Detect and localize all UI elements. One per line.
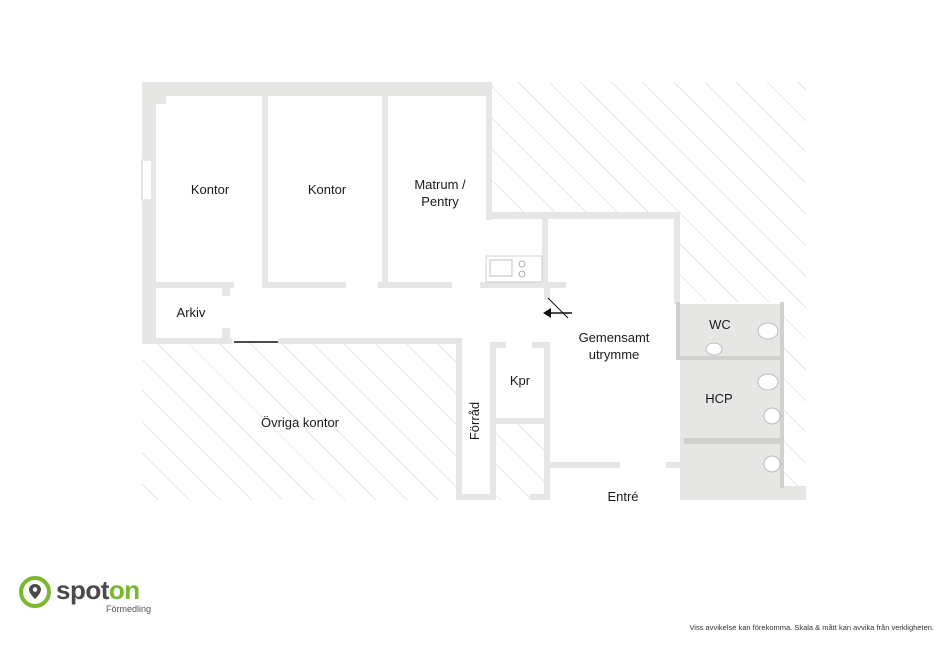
room-label-pentry: Pentry <box>421 194 459 209</box>
wall-kontor-bottom-1b <box>222 282 230 296</box>
wall-gemensamt-stub <box>544 288 550 300</box>
hatch-ovriga-kontor <box>142 342 456 500</box>
toilet-icon <box>763 407 781 425</box>
wall-pentry-bottom <box>480 282 566 288</box>
room-label-hcp: HCP <box>705 391 732 406</box>
wall-right-upper <box>674 212 680 304</box>
room-label-arkiv: Arkiv <box>177 305 206 320</box>
room-label-entre: Entré <box>607 489 638 504</box>
stove-burner-icon <box>518 270 526 278</box>
toilet-icon <box>757 322 779 340</box>
wall-step-horizontal <box>486 212 680 219</box>
wall-forrad-bottom <box>456 494 496 500</box>
wall-kpr-top <box>490 342 506 348</box>
bathroom-wall-mid <box>676 356 784 360</box>
wall-top-notch <box>156 96 166 104</box>
wall-right-lower <box>680 360 685 490</box>
stove-burner-icon <box>518 260 526 268</box>
wall-forrad-left <box>456 338 462 500</box>
wall-window-left <box>141 159 153 201</box>
room-label-ovriga-kontor: Övriga kontor <box>261 415 340 430</box>
brand-name-part2: on <box>108 575 140 605</box>
wall-kontor-bottom-1 <box>156 282 234 288</box>
room-labels: Kontor Kontor Matrum / Pentry Arkiv Geme… <box>177 177 733 504</box>
brand-name-part1: spot <box>56 575 109 605</box>
room-label-kontor-2: Kontor <box>308 182 347 197</box>
wall-pentry-stub <box>542 218 548 288</box>
entrance-arrow-icon <box>543 308 551 318</box>
brand-subtitle: Förmedling <box>106 604 152 614</box>
wall-kontor-divider-1 <box>262 96 268 286</box>
hatched-areas <box>142 82 806 500</box>
toilet-icon <box>763 455 781 473</box>
room-label-forrad: Förråd <box>467 402 482 440</box>
walls <box>141 82 806 500</box>
toilet-icon <box>757 373 779 391</box>
brand-name: spoton <box>56 576 140 604</box>
kitchenette <box>485 255 543 283</box>
room-label-wc: WC <box>709 317 731 332</box>
bathroom-wall-mid-2 <box>684 438 784 444</box>
location-pin-icon <box>19 576 51 608</box>
room-label-utrymme: utrymme <box>589 347 640 362</box>
wall-corridor-bottom-2 <box>278 338 460 344</box>
hatch-top-right <box>490 82 806 500</box>
wall-left <box>142 82 156 342</box>
wall-matrum-right <box>486 82 492 220</box>
bathroom-wall-right <box>780 302 784 488</box>
bathroom-block <box>676 302 784 488</box>
hatch-small-store <box>496 424 544 500</box>
wall-kpr-top-right <box>532 342 548 348</box>
bathroom-frame <box>676 302 680 360</box>
wall-top <box>142 82 490 96</box>
wall-kpr-right <box>544 342 550 418</box>
sink-icon <box>705 342 723 356</box>
wall-entre-right <box>666 462 684 468</box>
wall-kpr-bottom <box>490 418 550 424</box>
room-label-kpr: Kpr <box>510 373 531 388</box>
wall-corridor-bottom <box>142 338 232 344</box>
kitchen-sink-icon <box>489 259 513 277</box>
room-label-kontor-1: Kontor <box>191 182 230 197</box>
room-label-matrum: Matrum / <box>414 177 466 192</box>
wall-kontor-bottom-3 <box>378 282 452 288</box>
wall-arkiv-stub <box>222 328 230 342</box>
wall-store-bottom <box>530 494 550 500</box>
disclaimer-text: Viss avvikelse kan förekomma. Skala & må… <box>689 623 934 632</box>
room-label-gemensamt: Gemensamt <box>579 330 650 345</box>
wall-entre-left <box>544 462 620 468</box>
hcp-room <box>684 360 782 438</box>
wall-kontor-bottom-2 <box>262 282 346 288</box>
entrance-markers <box>234 297 572 343</box>
door-swing-line <box>547 297 569 319</box>
wall-kontor-divider-2 <box>382 96 388 286</box>
wall-bottom-right <box>680 486 806 500</box>
